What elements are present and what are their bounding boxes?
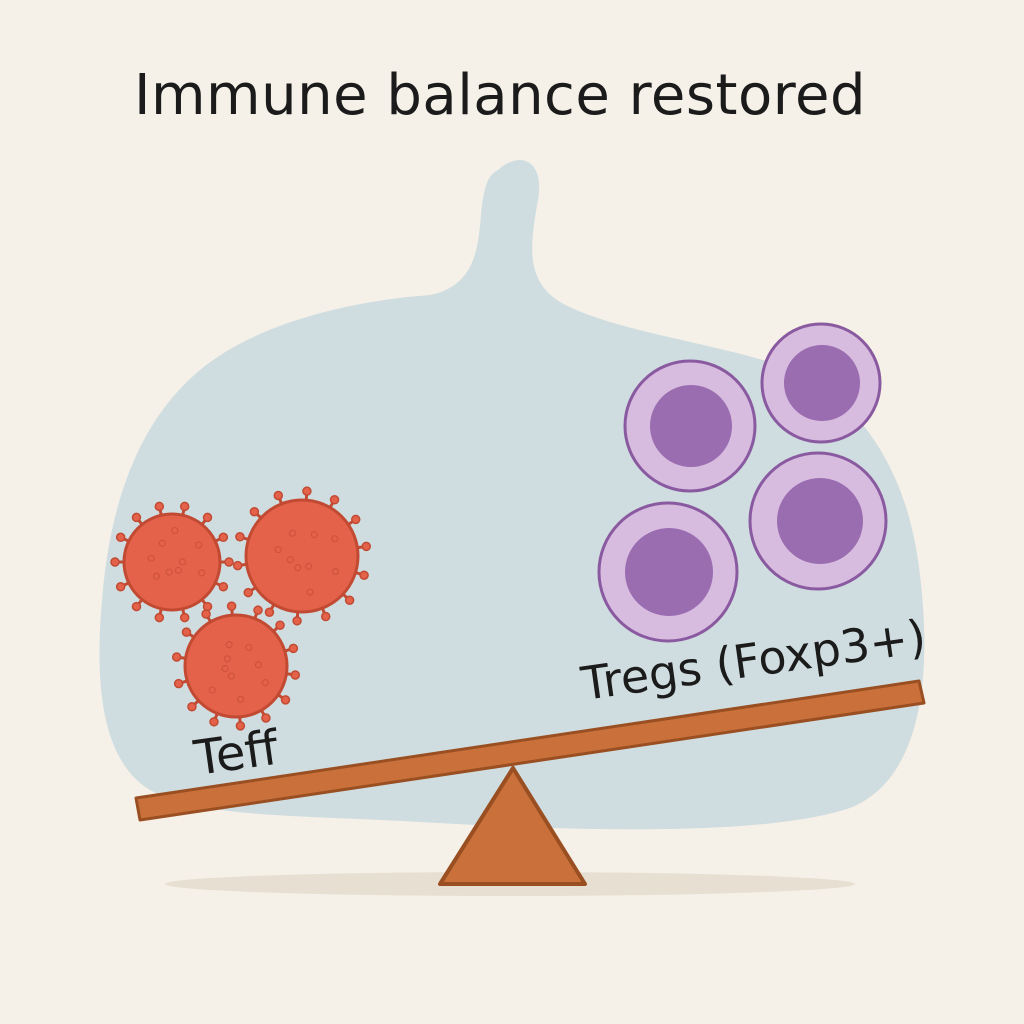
teff-spike-tip bbox=[261, 713, 271, 723]
teff-texture-dot bbox=[174, 566, 183, 574]
teff-texture-dot bbox=[288, 529, 297, 537]
diagram-title: Immune balance restored bbox=[133, 63, 867, 128]
teff-spike-tip bbox=[202, 512, 213, 523]
teff-spike-tip bbox=[290, 670, 301, 680]
teff-spike-tip bbox=[115, 581, 126, 592]
teff-spike-tip bbox=[173, 678, 184, 689]
teff-spike-tip bbox=[224, 557, 234, 567]
teff-spike-tip bbox=[344, 595, 355, 605]
teff-spike-tip bbox=[187, 701, 197, 712]
teff-spike-tip bbox=[243, 587, 254, 598]
teff-texture-dot bbox=[225, 641, 233, 649]
teff-cell bbox=[171, 601, 301, 731]
teff-spike-tip bbox=[249, 507, 260, 517]
teff-texture-dot bbox=[237, 695, 245, 703]
teff-texture-dot bbox=[261, 679, 269, 687]
teff-texture-dot bbox=[274, 546, 282, 554]
teff-spike-tip bbox=[209, 717, 219, 727]
teff-texture-dot bbox=[152, 572, 161, 580]
teff-label: Teff bbox=[190, 720, 283, 787]
teff-texture-dot bbox=[198, 569, 206, 577]
teff-texture-dot bbox=[195, 541, 203, 549]
teff-spike-tip bbox=[218, 581, 229, 592]
teff-spike-tip bbox=[288, 643, 299, 654]
teff-texture-dot bbox=[178, 558, 187, 566]
teff-texture-dot bbox=[306, 588, 314, 596]
teff-texture-dot bbox=[294, 563, 302, 572]
teff-spike-tip bbox=[115, 532, 126, 543]
teff-spike-tip bbox=[154, 501, 165, 512]
teff-spike-tip bbox=[253, 605, 263, 615]
teff-spike-tip bbox=[280, 695, 291, 705]
teff-spike-tip bbox=[350, 514, 361, 525]
teff-spike-tip bbox=[179, 501, 190, 512]
teff-spike-tip bbox=[181, 627, 192, 637]
teff-cell-body bbox=[244, 498, 360, 614]
treg-cell bbox=[597, 501, 739, 643]
teff-spike-tip bbox=[275, 620, 285, 631]
teff-spike-tip bbox=[359, 570, 369, 580]
teff-spike-tip bbox=[131, 601, 142, 612]
teff-spike-tip bbox=[273, 490, 284, 501]
teff-spike-tip bbox=[361, 541, 372, 552]
teff-spike-tip bbox=[179, 612, 190, 623]
teff-spike-tip bbox=[131, 512, 142, 523]
teff-texture-dot bbox=[331, 535, 339, 543]
treg-cell bbox=[760, 322, 882, 444]
teff-spike-tip bbox=[110, 557, 120, 567]
seesaw-fulcrum bbox=[438, 766, 587, 886]
treg-cell bbox=[623, 359, 757, 493]
teff-spike-tip bbox=[320, 611, 331, 622]
teff-texture-dot bbox=[158, 539, 166, 547]
teff-texture-dot bbox=[305, 562, 313, 570]
teff-spike-tip bbox=[171, 652, 182, 662]
teff-cell-body bbox=[183, 613, 289, 719]
teff-spike-tip bbox=[218, 532, 229, 543]
teff-texture-dot bbox=[331, 567, 340, 576]
teff-spike-tip bbox=[232, 560, 243, 571]
treg-cells bbox=[597, 322, 888, 643]
organ-shape bbox=[99, 160, 925, 830]
teff-texture-dot bbox=[254, 661, 263, 669]
teff-spike-tip bbox=[226, 601, 237, 611]
teff-texture-dot bbox=[165, 568, 173, 576]
teff-texture-dot bbox=[223, 655, 231, 663]
teff-spike-tip bbox=[292, 616, 302, 626]
teff-spike-tip bbox=[302, 486, 312, 496]
teff-spike-tip bbox=[154, 612, 165, 623]
teff-spike-tip bbox=[235, 721, 246, 731]
teff-spike-tip bbox=[202, 601, 213, 612]
teff-cell bbox=[110, 501, 234, 623]
teff-spike-tip bbox=[201, 609, 211, 619]
teff-texture-dot bbox=[221, 664, 229, 673]
teff-cell bbox=[232, 486, 372, 626]
teff-texture-dot bbox=[147, 554, 155, 562]
teff-texture-dot bbox=[208, 686, 216, 694]
teff-cell-body bbox=[122, 512, 222, 612]
treg-cell bbox=[748, 451, 888, 591]
teff-texture-dot bbox=[171, 526, 179, 535]
teff-spike-tip bbox=[329, 494, 340, 505]
seesaw-plank bbox=[134, 679, 926, 822]
teff-spike-tip bbox=[264, 607, 275, 618]
teff-texture-dot bbox=[286, 556, 294, 564]
teff-texture-dot bbox=[227, 672, 235, 680]
teff-texture-dot bbox=[245, 643, 253, 652]
teff-cells bbox=[110, 486, 372, 731]
teff-spike-tip bbox=[235, 532, 245, 542]
teff-texture-dot bbox=[310, 531, 318, 539]
